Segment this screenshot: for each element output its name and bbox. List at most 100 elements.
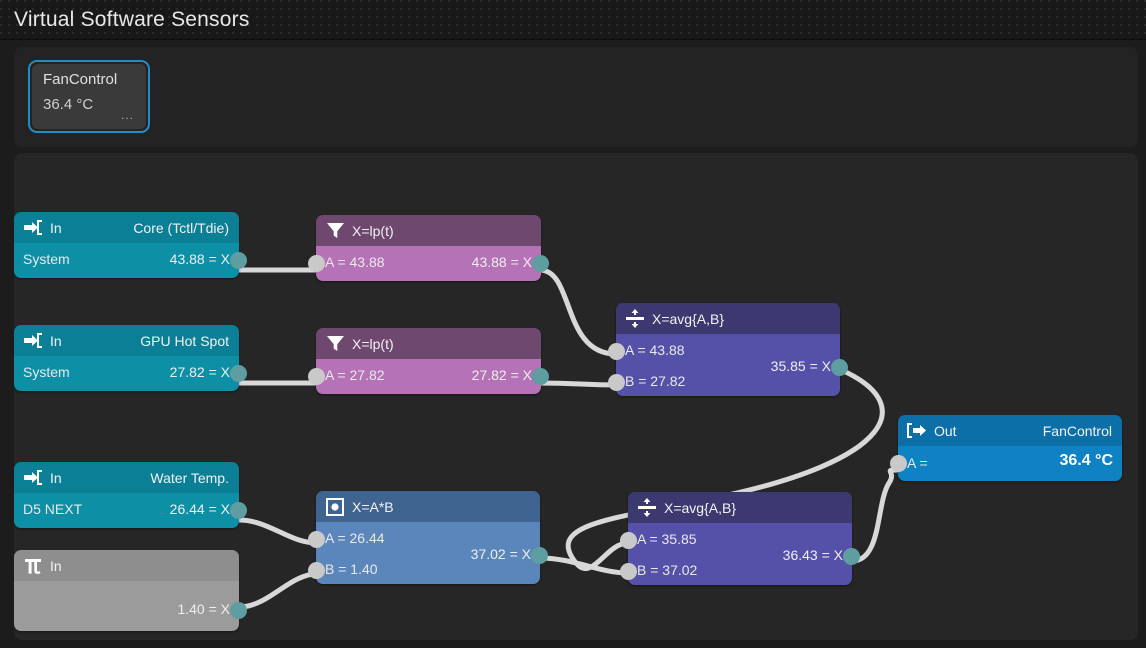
funnel-icon — [325, 221, 345, 241]
node-in-water[interactable]: In Water Temp. D5 NEXT 26.44 = X — [14, 462, 247, 528]
node-body: D5 NEXT 26.44 = X — [14, 493, 247, 528]
node-header: In Water Temp. — [14, 462, 239, 493]
node-body: A = 43.88 B = 27.82 35.85 = X — [608, 334, 848, 396]
node-body: 1.40 = X — [14, 581, 247, 631]
node-body: A = 43.88 43.88 = X — [308, 246, 549, 281]
wire-multiply-avgbottom-b — [537, 555, 631, 576]
node-header: In GPU Hot Spot — [14, 325, 239, 356]
pi-icon — [23, 556, 43, 576]
input-port-b[interactable] — [620, 563, 637, 580]
node-subtitle: Core (Tctl/Tdie) — [133, 219, 229, 236]
node-title: In — [50, 219, 62, 236]
node-row: A = 43.88 B = 27.82 35.85 = X — [608, 334, 848, 396]
input-port[interactable] — [890, 455, 907, 472]
input-port-a[interactable] — [308, 531, 325, 548]
node-body: System 43.88 = X — [14, 243, 247, 278]
node-body: A = 26.44 B = 1.40 37.02 = X — [308, 522, 548, 584]
node-filter-core[interactable]: X=lp(t) A = 43.88 43.88 = X — [308, 215, 549, 281]
node-header: Out FanControl — [898, 415, 1122, 446]
node-header: X=A*B — [316, 491, 540, 522]
node-row: D5 NEXT 26.44 = X — [14, 493, 247, 528]
row-right-value: 43.88 = X — [471, 254, 532, 270]
row-left-label: System — [23, 364, 70, 380]
sensor-card-value: 36.4 °C — [43, 96, 94, 113]
node-body: A = 36.4 °C — [890, 446, 1122, 481]
sensor-card-panel: FanControl 36.4 °C ... — [14, 47, 1138, 147]
divide-icon — [625, 309, 645, 329]
node-row: System 27.82 = X — [14, 356, 247, 391]
node-body: A = 27.82 27.82 = X — [308, 359, 549, 394]
output-port[interactable] — [531, 547, 548, 564]
output-port[interactable] — [230, 502, 247, 519]
node-filter-gpu[interactable]: X=lp(t) A = 27.82 27.82 = X — [308, 328, 549, 394]
node-row: A = 27.82 27.82 = X — [308, 359, 549, 394]
node-body: System 27.82 = X — [14, 356, 247, 391]
node-title: In — [50, 469, 62, 486]
input-port[interactable] — [308, 255, 325, 272]
input-port-b[interactable] — [608, 374, 625, 391]
row-right-value: 27.82 = X — [169, 364, 230, 380]
input-port-b[interactable] — [308, 562, 325, 579]
node-avg-top[interactable]: X=avg{A,B} A = 43.88 B = 27.82 35.85 = X — [608, 303, 848, 396]
sign-out-icon — [907, 421, 927, 441]
sensor-card-name: FanControl — [43, 71, 118, 88]
node-in-gpu[interactable]: In GPU Hot Spot System 27.82 = X — [14, 325, 247, 391]
input-port-a[interactable] — [608, 343, 625, 360]
output-port[interactable] — [230, 602, 247, 619]
output-port[interactable] — [532, 368, 549, 385]
row-left-label: A = 43.88 — [325, 254, 385, 270]
titlebar: Virtual Software Sensors — [0, 0, 1146, 40]
node-header: X=lp(t) — [316, 215, 541, 246]
node-avg-bottom[interactable]: X=avg{A,B} A = 35.85 B = 37.02 36.43 = X — [620, 492, 860, 585]
output-port[interactable] — [843, 548, 860, 565]
node-row: A = 35.85 B = 37.02 36.43 = X — [620, 523, 860, 585]
node-subtitle: FanControl — [1042, 422, 1112, 439]
row-left-label: System — [23, 251, 70, 267]
wire-filtercore-avgtop-a — [537, 267, 619, 357]
output-port[interactable] — [230, 252, 247, 269]
output-value: 36.4 °C — [1059, 452, 1113, 469]
node-out-fancontrol[interactable]: Out FanControl A = 36.4 °C — [890, 415, 1122, 481]
node-title: In — [50, 332, 62, 349]
sensor-card-menu-icon[interactable]: ... — [120, 108, 134, 122]
output-port[interactable] — [230, 365, 247, 382]
node-multiply[interactable]: X=A*B A = 26.44 B = 1.40 37.02 = X — [308, 491, 548, 584]
node-header: In — [14, 550, 239, 581]
row-right-value: 27.82 = X — [471, 367, 532, 383]
node-in-constant[interactable]: In 1.40 = X — [14, 550, 247, 631]
node-in-core[interactable]: In Core (Tctl/Tdie) System 43.88 = X — [14, 212, 247, 278]
node-title: X=lp(t) — [352, 335, 394, 352]
page-title: Virtual Software Sensors — [14, 7, 250, 31]
node-subtitle: Water Temp. — [150, 469, 229, 486]
node-output-value: 36.43 = X — [782, 547, 843, 563]
wire-avgbottom-out — [849, 467, 901, 564]
node-title: X=avg{A,B} — [652, 310, 725, 327]
sign-in-icon — [23, 468, 43, 488]
input-port[interactable] — [308, 368, 325, 385]
output-port[interactable] — [831, 359, 848, 376]
node-header: X=avg{A,B} — [628, 492, 852, 523]
node-row: A = 26.44 B = 1.40 37.02 = X — [308, 522, 548, 584]
node-row: System 43.88 = X — [14, 243, 247, 278]
sign-in-icon — [23, 331, 43, 351]
node-graph-panel[interactable]: In Core (Tctl/Tdie) System 43.88 = X In … — [14, 153, 1138, 640]
input-port-a[interactable] — [620, 532, 637, 549]
node-header: X=avg{A,B} — [616, 303, 840, 334]
row-left-label: A = 43.88 — [625, 342, 685, 358]
node-body: A = 35.85 B = 37.02 36.43 = X — [620, 523, 860, 585]
row-left-label: A = — [907, 455, 928, 471]
node-title: Out — [934, 422, 957, 439]
row-right-value: 43.88 = X — [169, 251, 230, 267]
row-left-label: B = 27.82 — [625, 373, 686, 389]
output-port[interactable] — [532, 255, 549, 272]
row-left-label: A = 27.82 — [325, 367, 385, 383]
node-row: A = 36.4 °C — [890, 446, 1122, 481]
sensor-card-fancontrol[interactable]: FanControl 36.4 °C ... — [28, 60, 150, 133]
row-right-value: 26.44 = X — [169, 501, 230, 517]
row-left-label: D5 NEXT — [23, 501, 83, 517]
wire-filtergpu-avgtop-b — [537, 380, 619, 388]
row-left-label: A = 26.44 — [325, 530, 385, 546]
row-left-label: A = 35.85 — [637, 531, 697, 547]
row-left-label: B = 37.02 — [637, 562, 698, 578]
